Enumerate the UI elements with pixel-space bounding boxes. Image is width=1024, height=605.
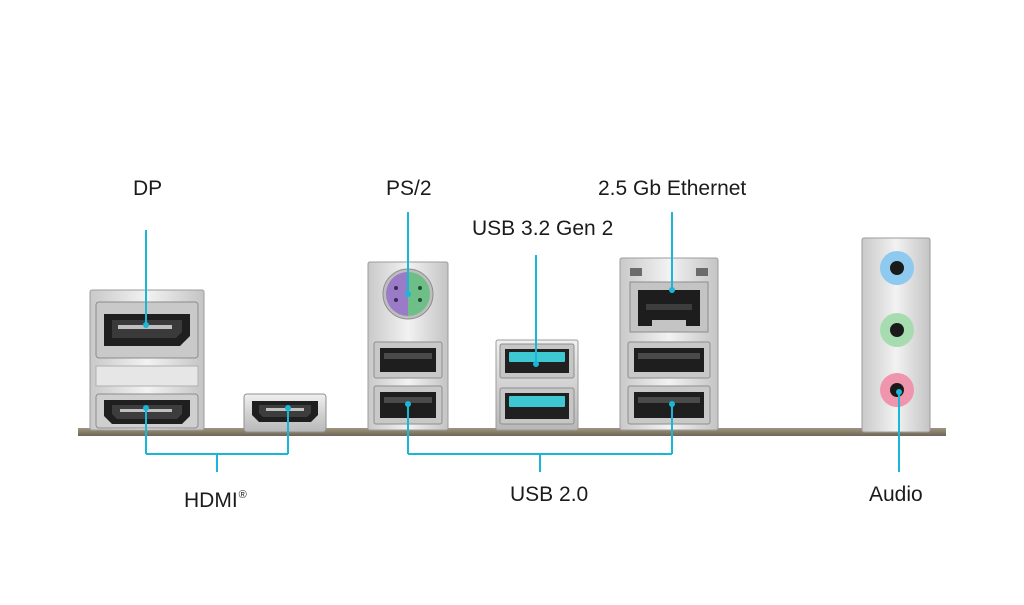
label-dp: DP: [133, 177, 163, 200]
dp-hdmi-stack: [89, 289, 205, 431]
label-usb20: USB 2.0: [510, 483, 589, 506]
hdmi-port: [243, 393, 327, 433]
label-usb32: USB 3.2 Gen 2: [472, 217, 614, 240]
ethernet-usb2-stack: [619, 257, 719, 431]
label-hdmi-text: HDMI: [184, 489, 238, 512]
usb32-gen2-stack: [495, 339, 579, 431]
label-ps2: PS/2: [386, 177, 432, 200]
label-audio: Audio: [869, 483, 923, 506]
label-hdmi: HDMI®: [184, 483, 247, 513]
label-ethernet: 2.5 Gb Ethernet: [598, 177, 747, 200]
audio-jacks: [861, 237, 931, 433]
pcb-board: [78, 428, 946, 436]
label-hdmi-mark: ®: [238, 489, 247, 501]
ps2-usb2-stack: [367, 261, 449, 431]
callout-lines: [143, 212, 902, 472]
